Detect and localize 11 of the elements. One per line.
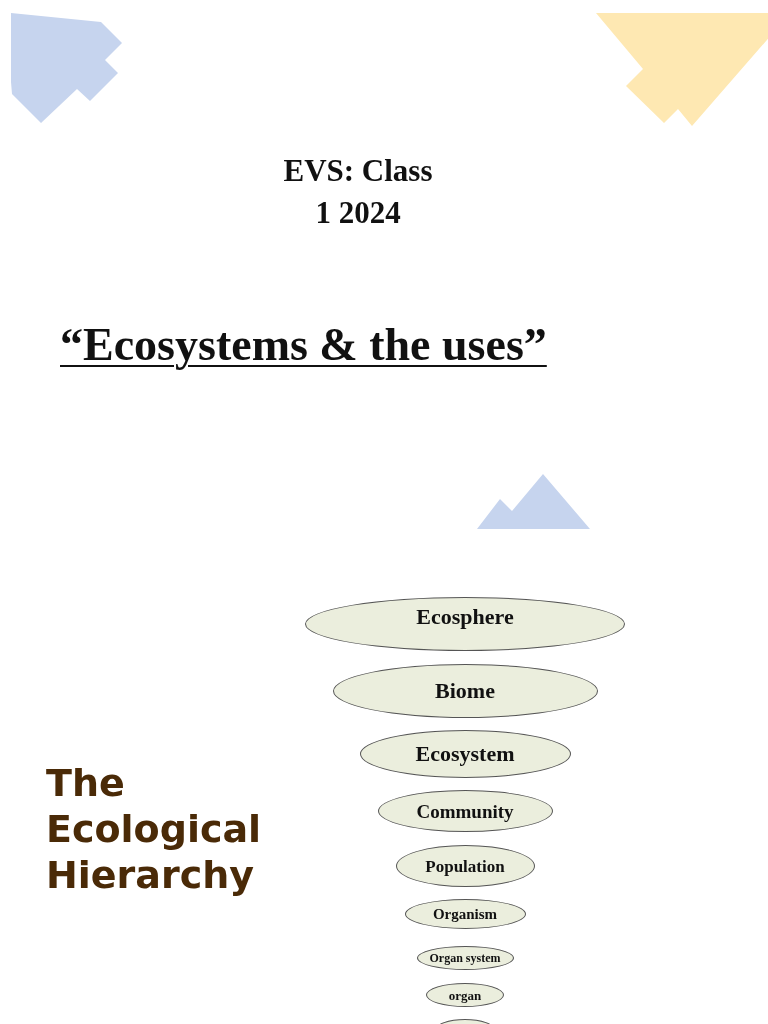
level-label: Population bbox=[425, 857, 505, 875]
level-label: Biome bbox=[435, 680, 495, 702]
slide-title: EVS: Class 1 2024 bbox=[282, 152, 434, 232]
level-label: Organ system bbox=[429, 952, 501, 964]
level-label: organ bbox=[448, 988, 482, 1002]
subtitle: “Ecosystems & the uses” bbox=[60, 318, 548, 371]
level-label: Community bbox=[416, 801, 514, 821]
level-label: Organism bbox=[432, 906, 498, 922]
level-label: Ecosphere bbox=[416, 606, 514, 628]
section-heading: The Ecological Hierarchy bbox=[46, 760, 263, 898]
level-label: Ecosystem bbox=[415, 743, 515, 765]
